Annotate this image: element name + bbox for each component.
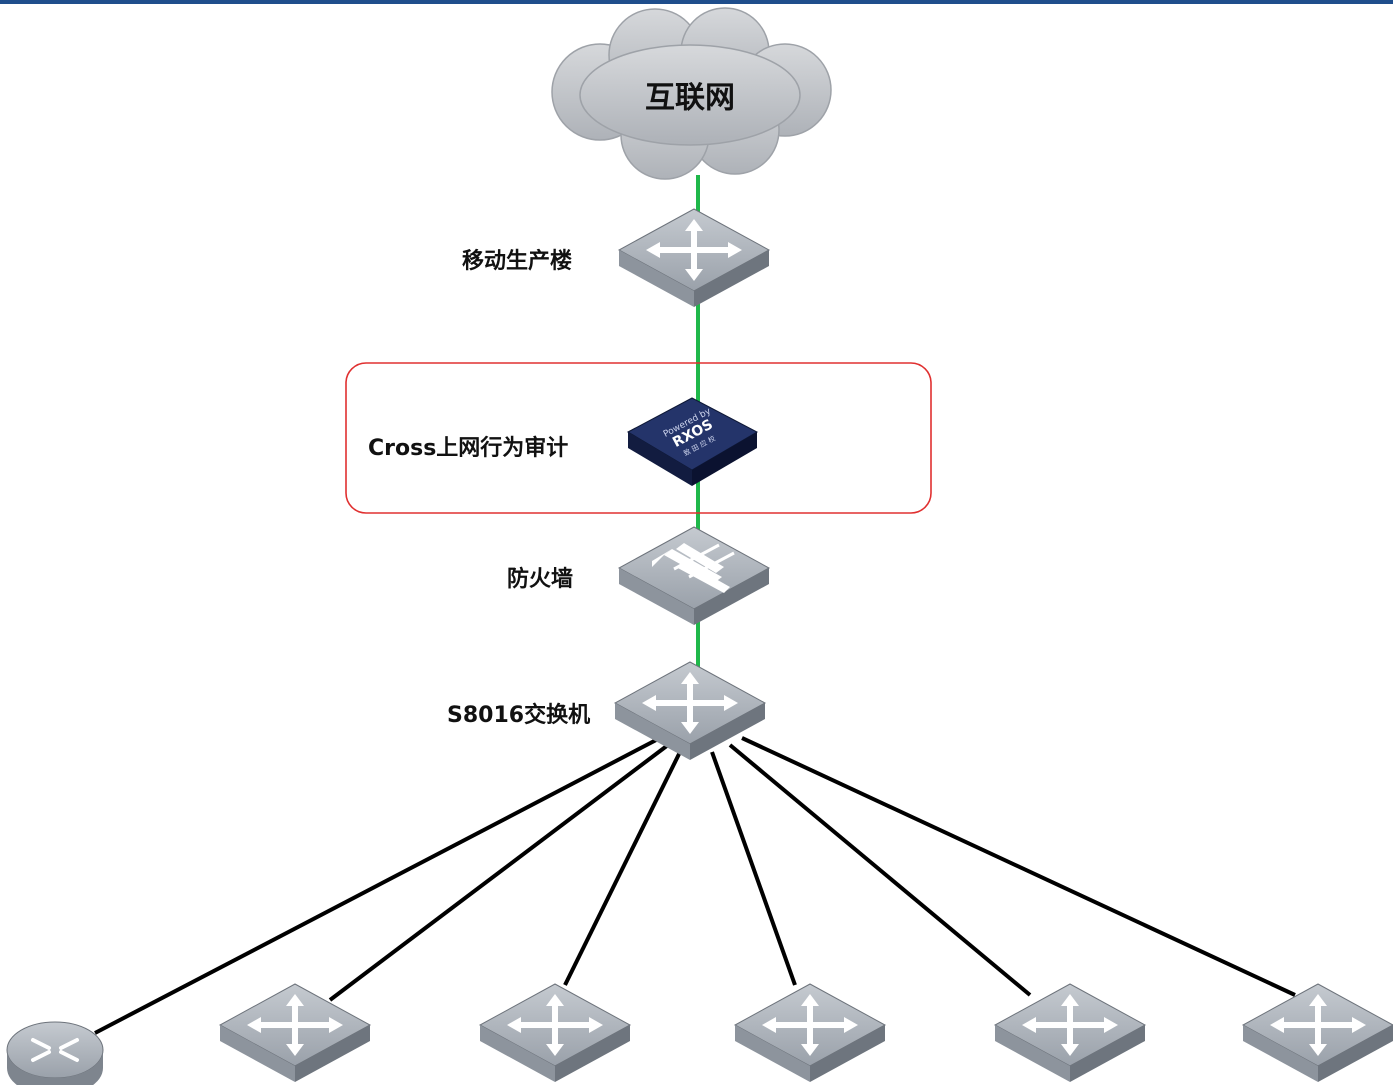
switch-icon [1243, 984, 1393, 1082]
link-switch-3 [710, 751, 797, 986]
switch-icon [995, 984, 1145, 1082]
switch-icon [480, 984, 630, 1082]
audit-label: Cross上网行为审计 [368, 435, 568, 461]
switch-icon [619, 209, 769, 307]
link-router [94, 736, 661, 1035]
cloud-icon [551, 7, 832, 180]
switch-icon [220, 984, 370, 1082]
switch-icon [735, 984, 885, 1082]
audit-highlight-box [345, 362, 932, 514]
header-bar [0, 0, 1393, 4]
link-switch-5 [741, 736, 1296, 997]
link-switch-1 [328, 743, 670, 1002]
mobile-building-label: 移动生产楼 [462, 248, 572, 274]
downlink-lines [94, 736, 1296, 1035]
audit-device-icon: Powered by RXOS 致 田 应 校 [626, 397, 759, 486]
firewall-icon [617, 526, 771, 625]
link-switch-2 [563, 751, 682, 986]
link-switch-4 [728, 743, 1032, 997]
switch-icon [615, 662, 765, 760]
router-icon [6, 1021, 104, 1085]
core-switch-label: S8016交换机 [447, 702, 590, 728]
firewall-label: 防火墙 [507, 567, 573, 592]
internet-label: 互联网 [645, 81, 735, 116]
